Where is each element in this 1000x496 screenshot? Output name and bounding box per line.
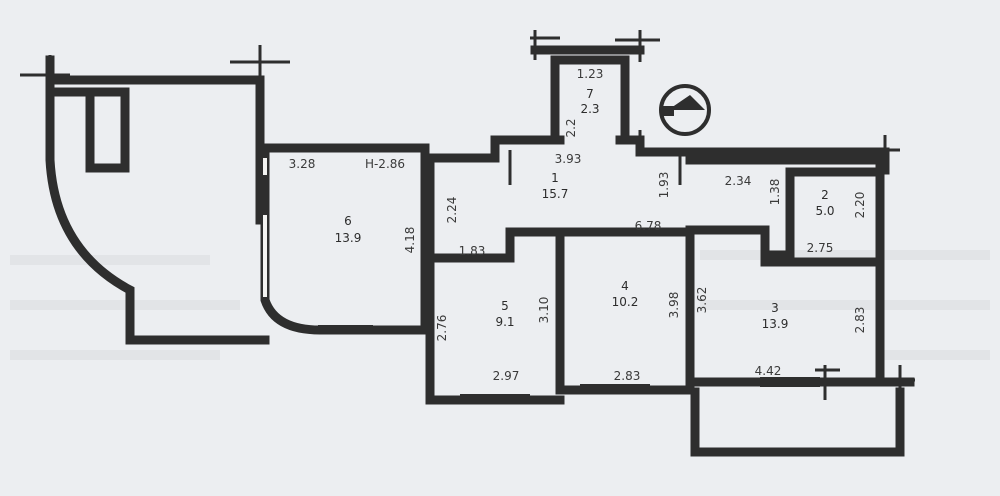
room-7-number: 7	[586, 87, 594, 101]
room-5-number: 5	[501, 299, 509, 313]
dim-3-10: 3.10	[537, 297, 551, 324]
dim-4-18: 4.18	[403, 227, 417, 254]
dim-2-83-right: 2.83	[853, 307, 867, 334]
dim-3-98: 3.98	[667, 292, 681, 319]
dim-2-97: 2.97	[493, 369, 520, 383]
dim-2-34: 2.34	[725, 174, 752, 188]
room-7-area: 2.3	[580, 102, 599, 116]
room-5-area: 9.1	[495, 315, 514, 329]
dim-1-38: 1.38	[768, 179, 782, 206]
room-2-number: 2	[821, 188, 829, 202]
room-6-number: 6	[344, 214, 352, 228]
room-4-area: 10.2	[612, 295, 639, 309]
room-labels: 1 15.7 2 5.0 3 13.9 4 10.2 5 9.1 6 13.9 …	[335, 87, 835, 331]
dim-2-76: 2.76	[435, 315, 449, 342]
dim-2-2: 2.2	[564, 118, 578, 137]
ventilation-shaft-icon	[659, 84, 711, 136]
dim-3-93: 3.93	[555, 152, 582, 166]
dim-1-23: 1.23	[577, 67, 604, 81]
windows	[256, 175, 820, 404]
dimension-labels: 3.28 H-2.86 3.93 1.23 2.34 6.78 1.83 2.7…	[289, 67, 867, 383]
dim-1-93: 1.93	[657, 172, 671, 199]
dim-h-2-86: H-2.86	[365, 157, 405, 171]
dim-2-20: 2.20	[853, 192, 867, 219]
room-3-area: 13.9	[762, 317, 789, 331]
dim-2-24: 2.24	[445, 197, 459, 224]
room-3-number: 3	[771, 301, 779, 315]
room-1-number: 1	[551, 171, 559, 185]
dim-2-83-bottom: 2.83	[614, 369, 641, 383]
dim-2-75: 2.75	[807, 241, 834, 255]
room-2-area: 5.0	[815, 204, 834, 218]
dim-3-28: 3.28	[289, 157, 316, 171]
dim-4-42: 4.42	[755, 364, 782, 378]
dim-3-62: 3.62	[695, 287, 709, 314]
room-1-area: 15.7	[542, 187, 569, 201]
room-6-area: 13.9	[335, 231, 362, 245]
room-4-number: 4	[621, 279, 629, 293]
dim-6-78: 6.78	[635, 219, 662, 233]
wall-ticks	[20, 30, 915, 400]
bleed-through-lettering	[10, 250, 990, 360]
dim-1-83: 1.83	[459, 244, 486, 258]
